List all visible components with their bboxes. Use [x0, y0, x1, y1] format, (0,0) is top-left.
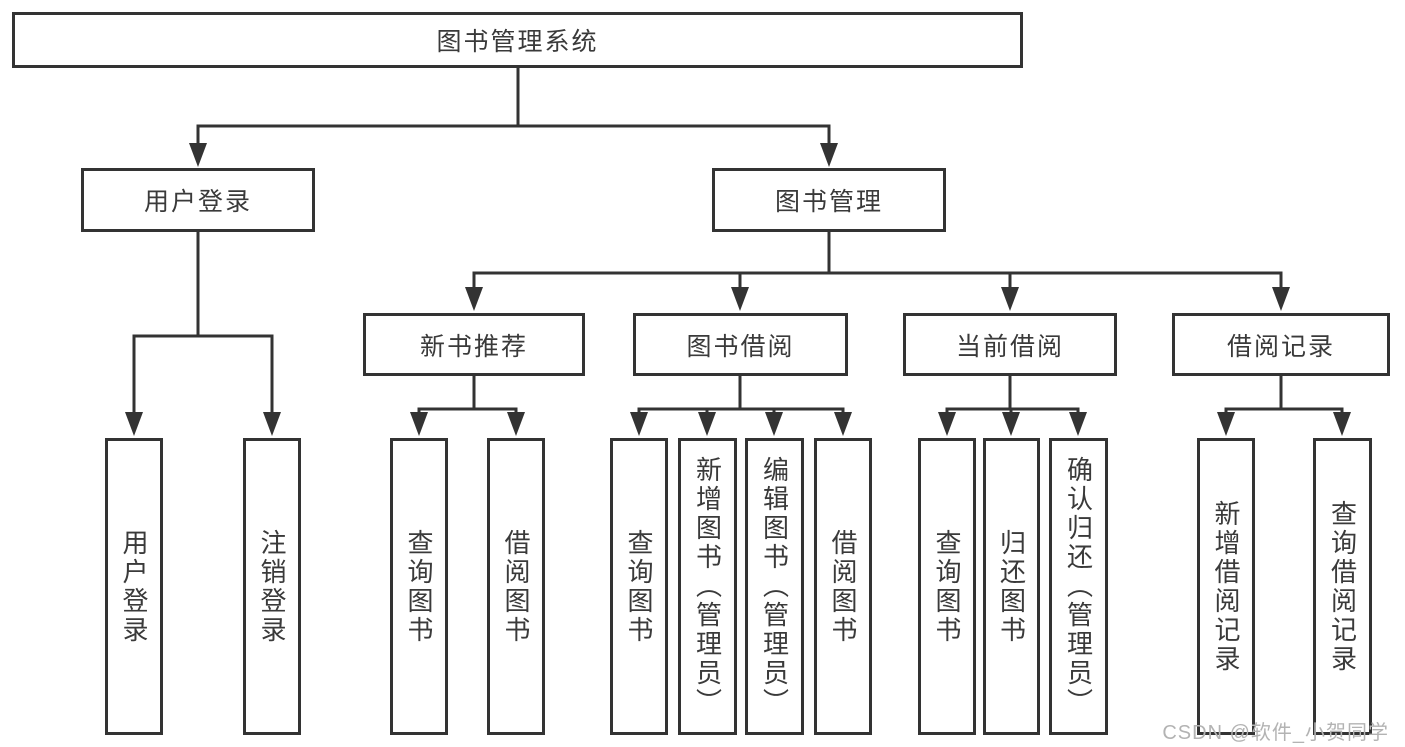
arrowhead — [834, 412, 852, 436]
node-nb-borrow-books: 借阅图书 — [487, 438, 545, 735]
arrowhead — [465, 287, 483, 311]
csdn-watermark: CSDN @软件_小贺同学 — [1162, 722, 1389, 744]
arrowhead — [410, 412, 428, 436]
node-nb-query-books: 查询图书 — [390, 438, 448, 735]
node-book-borrow: 图书借阅 — [633, 313, 848, 376]
node-root: 图书管理系统 — [12, 12, 1023, 68]
node-book-management-label: 图书管理 — [774, 188, 883, 216]
node-cb-query-books: 查询图书 — [918, 438, 976, 735]
node-user-login-action: 用户登录 — [105, 438, 163, 735]
node-current-borrow: 当前借阅 — [903, 313, 1117, 376]
arrowhead — [125, 412, 143, 436]
connector-bookborrow-children — [637, 376, 845, 420]
node-cb-return-books: 归还图书 — [983, 438, 1040, 735]
arrowhead — [938, 412, 956, 436]
node-book-borrow-label: 图书借阅 — [686, 332, 795, 361]
arrowhead — [698, 412, 716, 436]
arrowhead — [630, 412, 648, 436]
connector-borrowrecords-children — [1224, 376, 1344, 420]
node-user-login-label: 用户登录 — [143, 188, 252, 216]
node-borrow-records-label: 借阅记录 — [1226, 332, 1335, 361]
arrowhead — [263, 412, 281, 436]
node-bb-add-books-admin: 新增图书（管理员） — [678, 438, 737, 735]
node-bb-edit-books-admin: 编辑图书（管理员） — [745, 438, 804, 735]
arrowhead — [820, 143, 838, 167]
node-br-query-record: 查询借阅记录 — [1313, 438, 1372, 735]
arrowhead — [1217, 412, 1235, 436]
arrowhead — [1002, 412, 1020, 436]
arrowhead — [1333, 412, 1351, 436]
node-user-login: 用户登录 — [81, 168, 315, 232]
arrowhead — [1069, 412, 1087, 436]
arrowhead — [731, 287, 749, 311]
connector-userlogin-children — [132, 232, 274, 418]
node-new-book-recommend-label: 新书推荐 — [419, 332, 528, 361]
connector-newbooks-children — [417, 376, 518, 420]
node-book-management: 图书管理 — [712, 168, 946, 232]
node-cb-confirm-return-admin: 确认归还（管理员） — [1049, 438, 1108, 735]
node-new-book-recommend: 新书推荐 — [363, 313, 585, 376]
arrowhead — [1001, 287, 1019, 311]
connector-root-to-level2 — [196, 68, 831, 150]
node-br-add-record: 新增借阅记录 — [1197, 438, 1255, 735]
arrowhead — [765, 412, 783, 436]
node-borrow-records: 借阅记录 — [1172, 313, 1390, 376]
node-root-label: 图书管理系统 — [436, 28, 599, 56]
node-bb-borrow-books: 借阅图书 — [814, 438, 872, 735]
arrowhead — [507, 412, 525, 436]
node-logout-action: 注销登录 — [243, 438, 301, 735]
node-bb-query-books: 查询图书 — [610, 438, 668, 735]
connector-bookmgmt-level3 — [472, 232, 1283, 294]
arrowhead — [189, 143, 207, 167]
node-current-borrow-label: 当前借阅 — [955, 332, 1064, 361]
arrowhead — [1272, 287, 1290, 311]
